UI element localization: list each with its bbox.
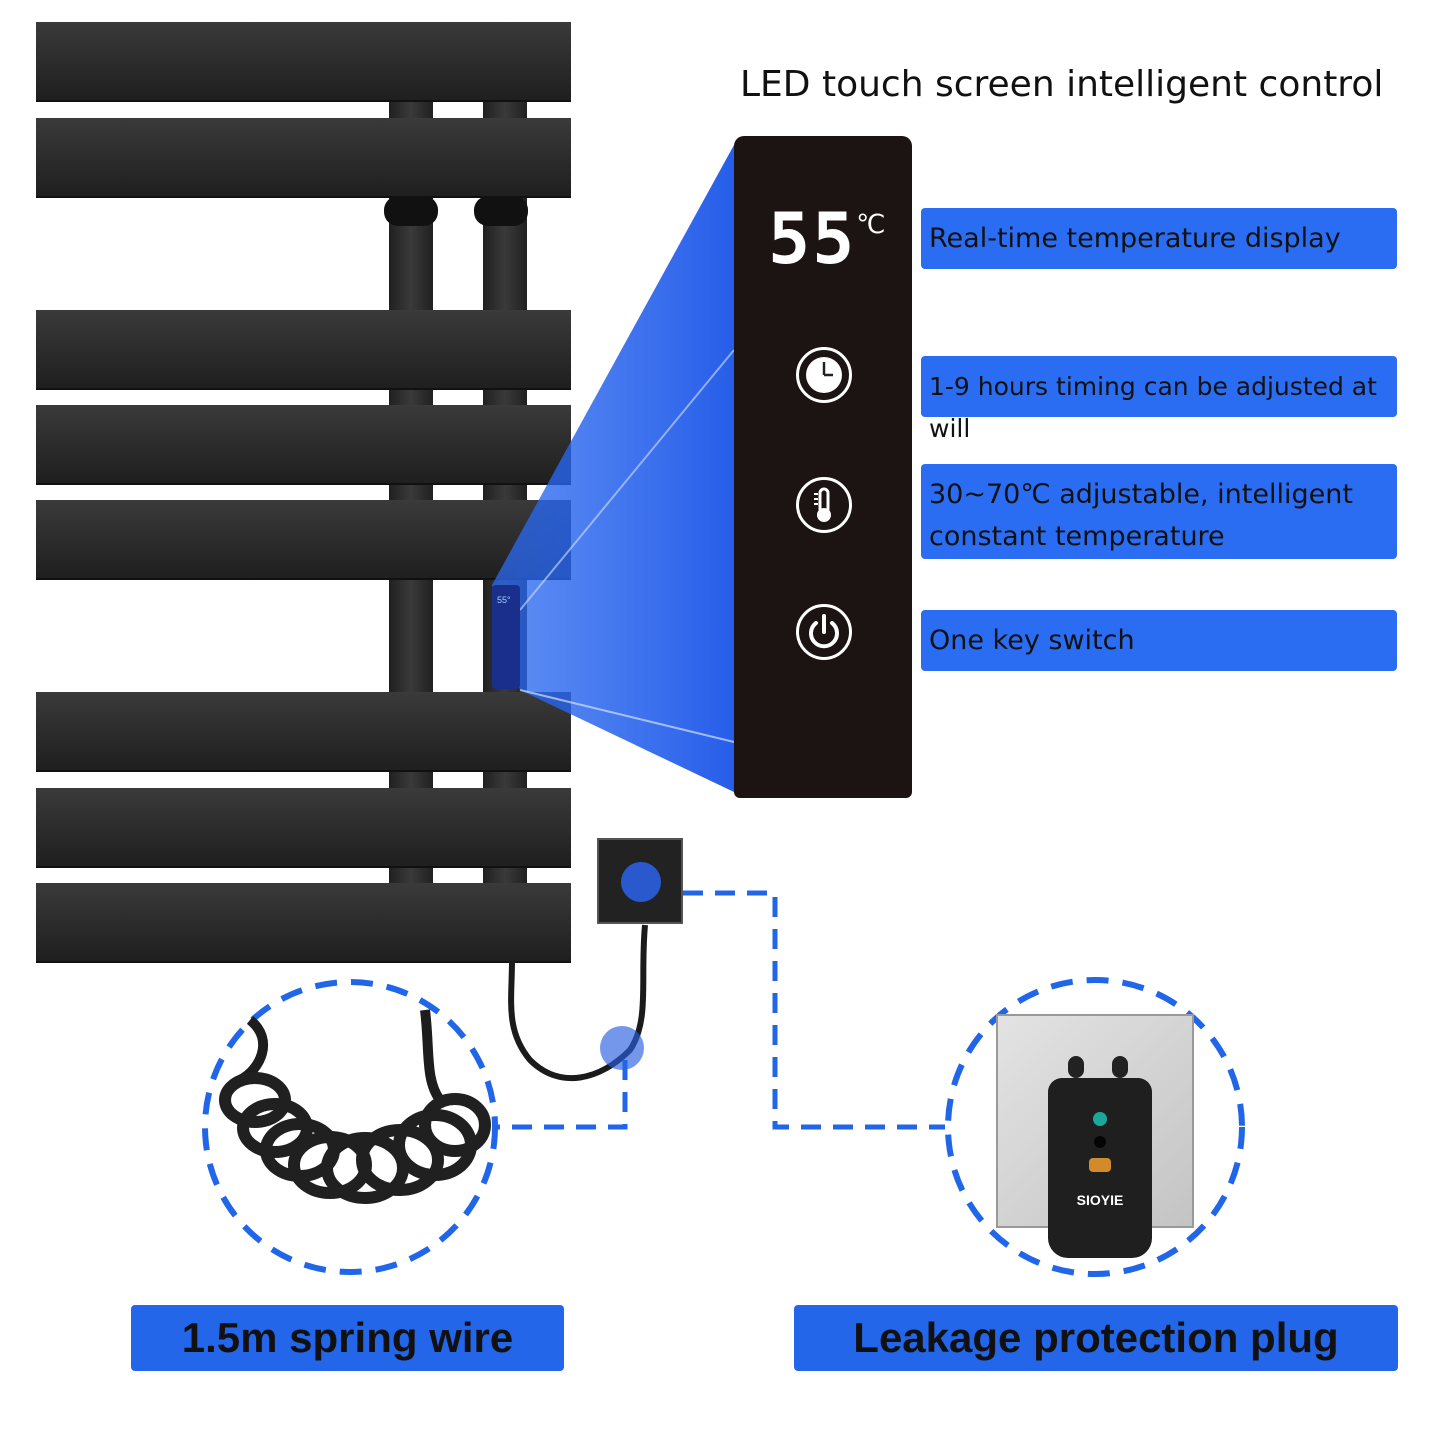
timer-button[interactable] xyxy=(796,347,852,403)
feature-label-adjustable-temperature: 30~70℃ adjustable, intelligent constant … xyxy=(921,464,1397,559)
wall-bracket-right xyxy=(474,196,528,226)
temperature-display: 55℃ xyxy=(768,198,888,280)
rail-bar xyxy=(36,788,571,868)
temperature-button[interactable] xyxy=(796,477,852,533)
feature-label-timing: 1-9 hours timing can be adjusted at will xyxy=(921,356,1397,443)
temperature-value: 55 xyxy=(768,198,857,280)
spring-wire-label: 1.5m spring wire xyxy=(131,1305,564,1371)
spring-coil-image xyxy=(219,1009,491,1204)
plug-image: SIOYIE xyxy=(996,1014,1194,1258)
rail-bar xyxy=(36,118,571,198)
power-icon xyxy=(809,614,839,649)
clock-icon xyxy=(806,357,842,393)
rail-bar xyxy=(36,883,571,963)
feature-label-temperature-display: Real-time temperature display xyxy=(921,208,1397,269)
feature-label-one-key-switch: One key switch xyxy=(921,610,1397,671)
rail-bar xyxy=(36,500,571,580)
rail-bar xyxy=(36,310,571,390)
wall-socket xyxy=(597,838,683,924)
page-title: LED touch screen intelligent control xyxy=(740,64,1384,105)
leakage-plug-label: Leakage protection plug xyxy=(794,1305,1398,1371)
rail-bar xyxy=(36,405,571,485)
thermometer-icon xyxy=(814,487,831,522)
mini-controller: 55° xyxy=(492,585,520,689)
plug-brand: SIOYIE xyxy=(1076,1192,1124,1208)
wall-bracket-left xyxy=(384,196,438,226)
temperature-unit: ℃ xyxy=(856,209,888,240)
rail-bar xyxy=(36,692,571,772)
power-button[interactable] xyxy=(796,604,852,660)
rail-bar xyxy=(36,22,571,102)
control-panel xyxy=(734,136,912,798)
